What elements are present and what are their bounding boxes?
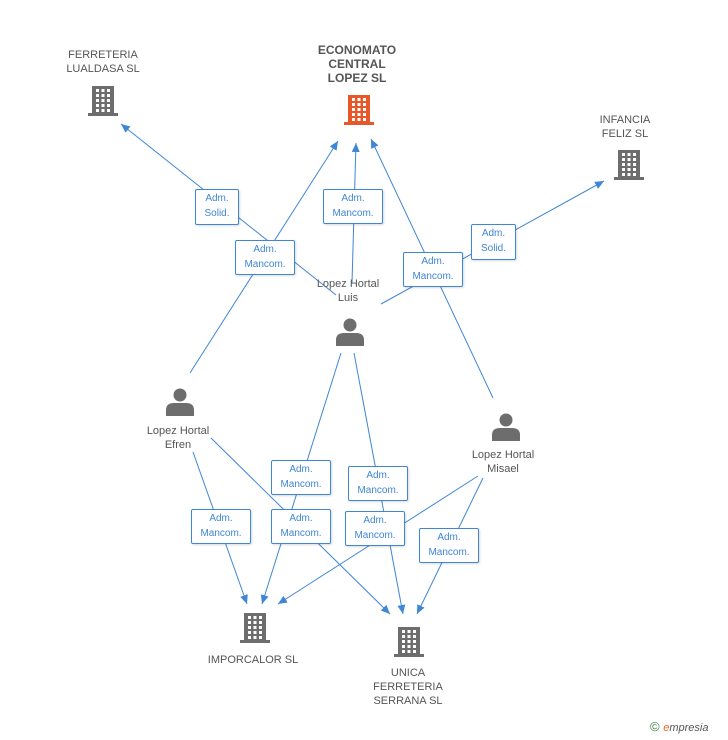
empresia-logo-initial: e bbox=[663, 722, 670, 734]
person-icon-lopez-hortal-efren[interactable] bbox=[166, 388, 194, 417]
person-icon-lopez-hortal-luis[interactable] bbox=[336, 318, 364, 347]
node-label-imporcalor[interactable]: IMPORCALOR SL bbox=[193, 653, 313, 667]
node-label-lopez-hortal-efren[interactable]: Lopez Hortal Efren bbox=[118, 424, 238, 452]
building-icon-ferreteria-lualdasa[interactable] bbox=[88, 86, 118, 116]
node-icons bbox=[88, 86, 644, 657]
relation-type: Mancom. bbox=[428, 547, 470, 558]
relation-role: Adm. bbox=[289, 513, 313, 524]
relation-role: Adm. bbox=[421, 256, 445, 267]
relation-label-misael-economato[interactable]: Adm. Mancom. bbox=[403, 252, 463, 287]
label-line: Efren bbox=[164, 439, 192, 451]
copyright-symbol: © bbox=[650, 719, 660, 734]
label-line: INFANCIA bbox=[599, 114, 651, 126]
label-line: Lopez Hortal bbox=[146, 425, 210, 437]
copyright-notice: © empresia bbox=[650, 719, 708, 734]
label-line: FERRETERIA bbox=[373, 681, 443, 693]
relation-label-luis-economato[interactable]: Adm. Mancom. bbox=[323, 189, 383, 224]
label-line: FELIZ SL bbox=[601, 128, 649, 140]
label-line: SERRANA SL bbox=[373, 695, 443, 707]
relation-label-efren-economato[interactable]: Adm. Mancom. bbox=[235, 240, 295, 275]
relation-label-luis-infancia[interactable]: Adm. Solid. bbox=[471, 224, 516, 260]
person-icon-lopez-hortal-misael[interactable] bbox=[492, 413, 520, 442]
relation-type: Mancom. bbox=[332, 208, 374, 219]
label-line: FERRETERIA bbox=[68, 49, 138, 61]
relation-label-efren-imporcalor[interactable]: Adm. Mancom. bbox=[191, 509, 251, 544]
relation-label-luis-unica[interactable]: Adm. Mancom. bbox=[348, 466, 408, 501]
label-line: UNICA bbox=[390, 667, 426, 679]
relation-type: Mancom. bbox=[412, 271, 454, 282]
node-label-economato-central-lopez[interactable]: ECONOMATO CENTRAL LOPEZ SL bbox=[297, 43, 417, 85]
relation-label-efren-unica[interactable]: Adm. Mancom. bbox=[271, 509, 331, 544]
relation-type: Solid. bbox=[480, 243, 506, 254]
label-line: ECONOMATO bbox=[317, 43, 397, 57]
relation-role: Adm. bbox=[481, 228, 506, 239]
relation-role: Adm. bbox=[437, 532, 461, 543]
node-label-ferreteria-lualdasa[interactable]: FERRETERIA LUALDASA SL bbox=[43, 48, 163, 76]
relation-role: Adm. bbox=[209, 513, 233, 524]
label-line: Lopez Hortal bbox=[471, 449, 535, 461]
relation-type: Solid. bbox=[204, 208, 230, 219]
relation-type: Mancom. bbox=[244, 259, 286, 270]
relation-type: Mancom. bbox=[280, 528, 322, 539]
relation-label-efren-lualdasa[interactable]: Adm. Solid. bbox=[195, 189, 239, 225]
relation-label-luis-imporcalor[interactable]: Adm. Mancom. bbox=[271, 460, 331, 495]
relation-type: Mancom. bbox=[280, 479, 322, 490]
label-line: Lopez Hortal bbox=[316, 278, 380, 290]
building-icon-unica-ferreteria-serrana[interactable] bbox=[394, 627, 424, 657]
label-line: CENTRAL bbox=[328, 57, 386, 71]
relation-role: Adm. bbox=[363, 515, 387, 526]
relation-role: Adm. bbox=[289, 464, 313, 475]
building-icon-imporcalor[interactable] bbox=[240, 613, 270, 643]
relation-role: Adm. bbox=[341, 193, 365, 204]
relation-label-misael-imporcalor[interactable]: Adm. Mancom. bbox=[345, 511, 405, 546]
relation-label-misael-unica[interactable]: Adm. Mancom. bbox=[419, 528, 479, 563]
label-line: Misael bbox=[487, 463, 519, 475]
relation-type: Mancom. bbox=[357, 485, 399, 496]
label-line: LOPEZ SL bbox=[327, 71, 387, 85]
node-label-unica-ferreteria-serrana[interactable]: UNICA FERRETERIA SERRANA SL bbox=[348, 666, 468, 708]
label-line: IMPORCALOR SL bbox=[207, 654, 299, 666]
node-label-lopez-hortal-luis[interactable]: Lopez Hortal Luis bbox=[288, 277, 408, 305]
building-icon-economato-central-lopez[interactable] bbox=[344, 95, 374, 125]
relation-type: Mancom. bbox=[200, 528, 242, 539]
label-line: LUALDASA SL bbox=[66, 63, 140, 75]
empresia-logo-text: mpresia bbox=[669, 722, 709, 734]
relation-role: Adm. bbox=[253, 244, 277, 255]
relation-type: Mancom. bbox=[354, 530, 396, 541]
relation-role: Adm. bbox=[366, 470, 390, 481]
building-icon-infancia-feliz[interactable] bbox=[614, 150, 644, 180]
relation-role: Adm. bbox=[205, 193, 229, 204]
node-label-infancia-feliz[interactable]: INFANCIA FELIZ SL bbox=[565, 113, 685, 141]
node-label-lopez-hortal-misael[interactable]: Lopez Hortal Misael bbox=[443, 448, 563, 476]
label-line: Luis bbox=[337, 292, 359, 304]
